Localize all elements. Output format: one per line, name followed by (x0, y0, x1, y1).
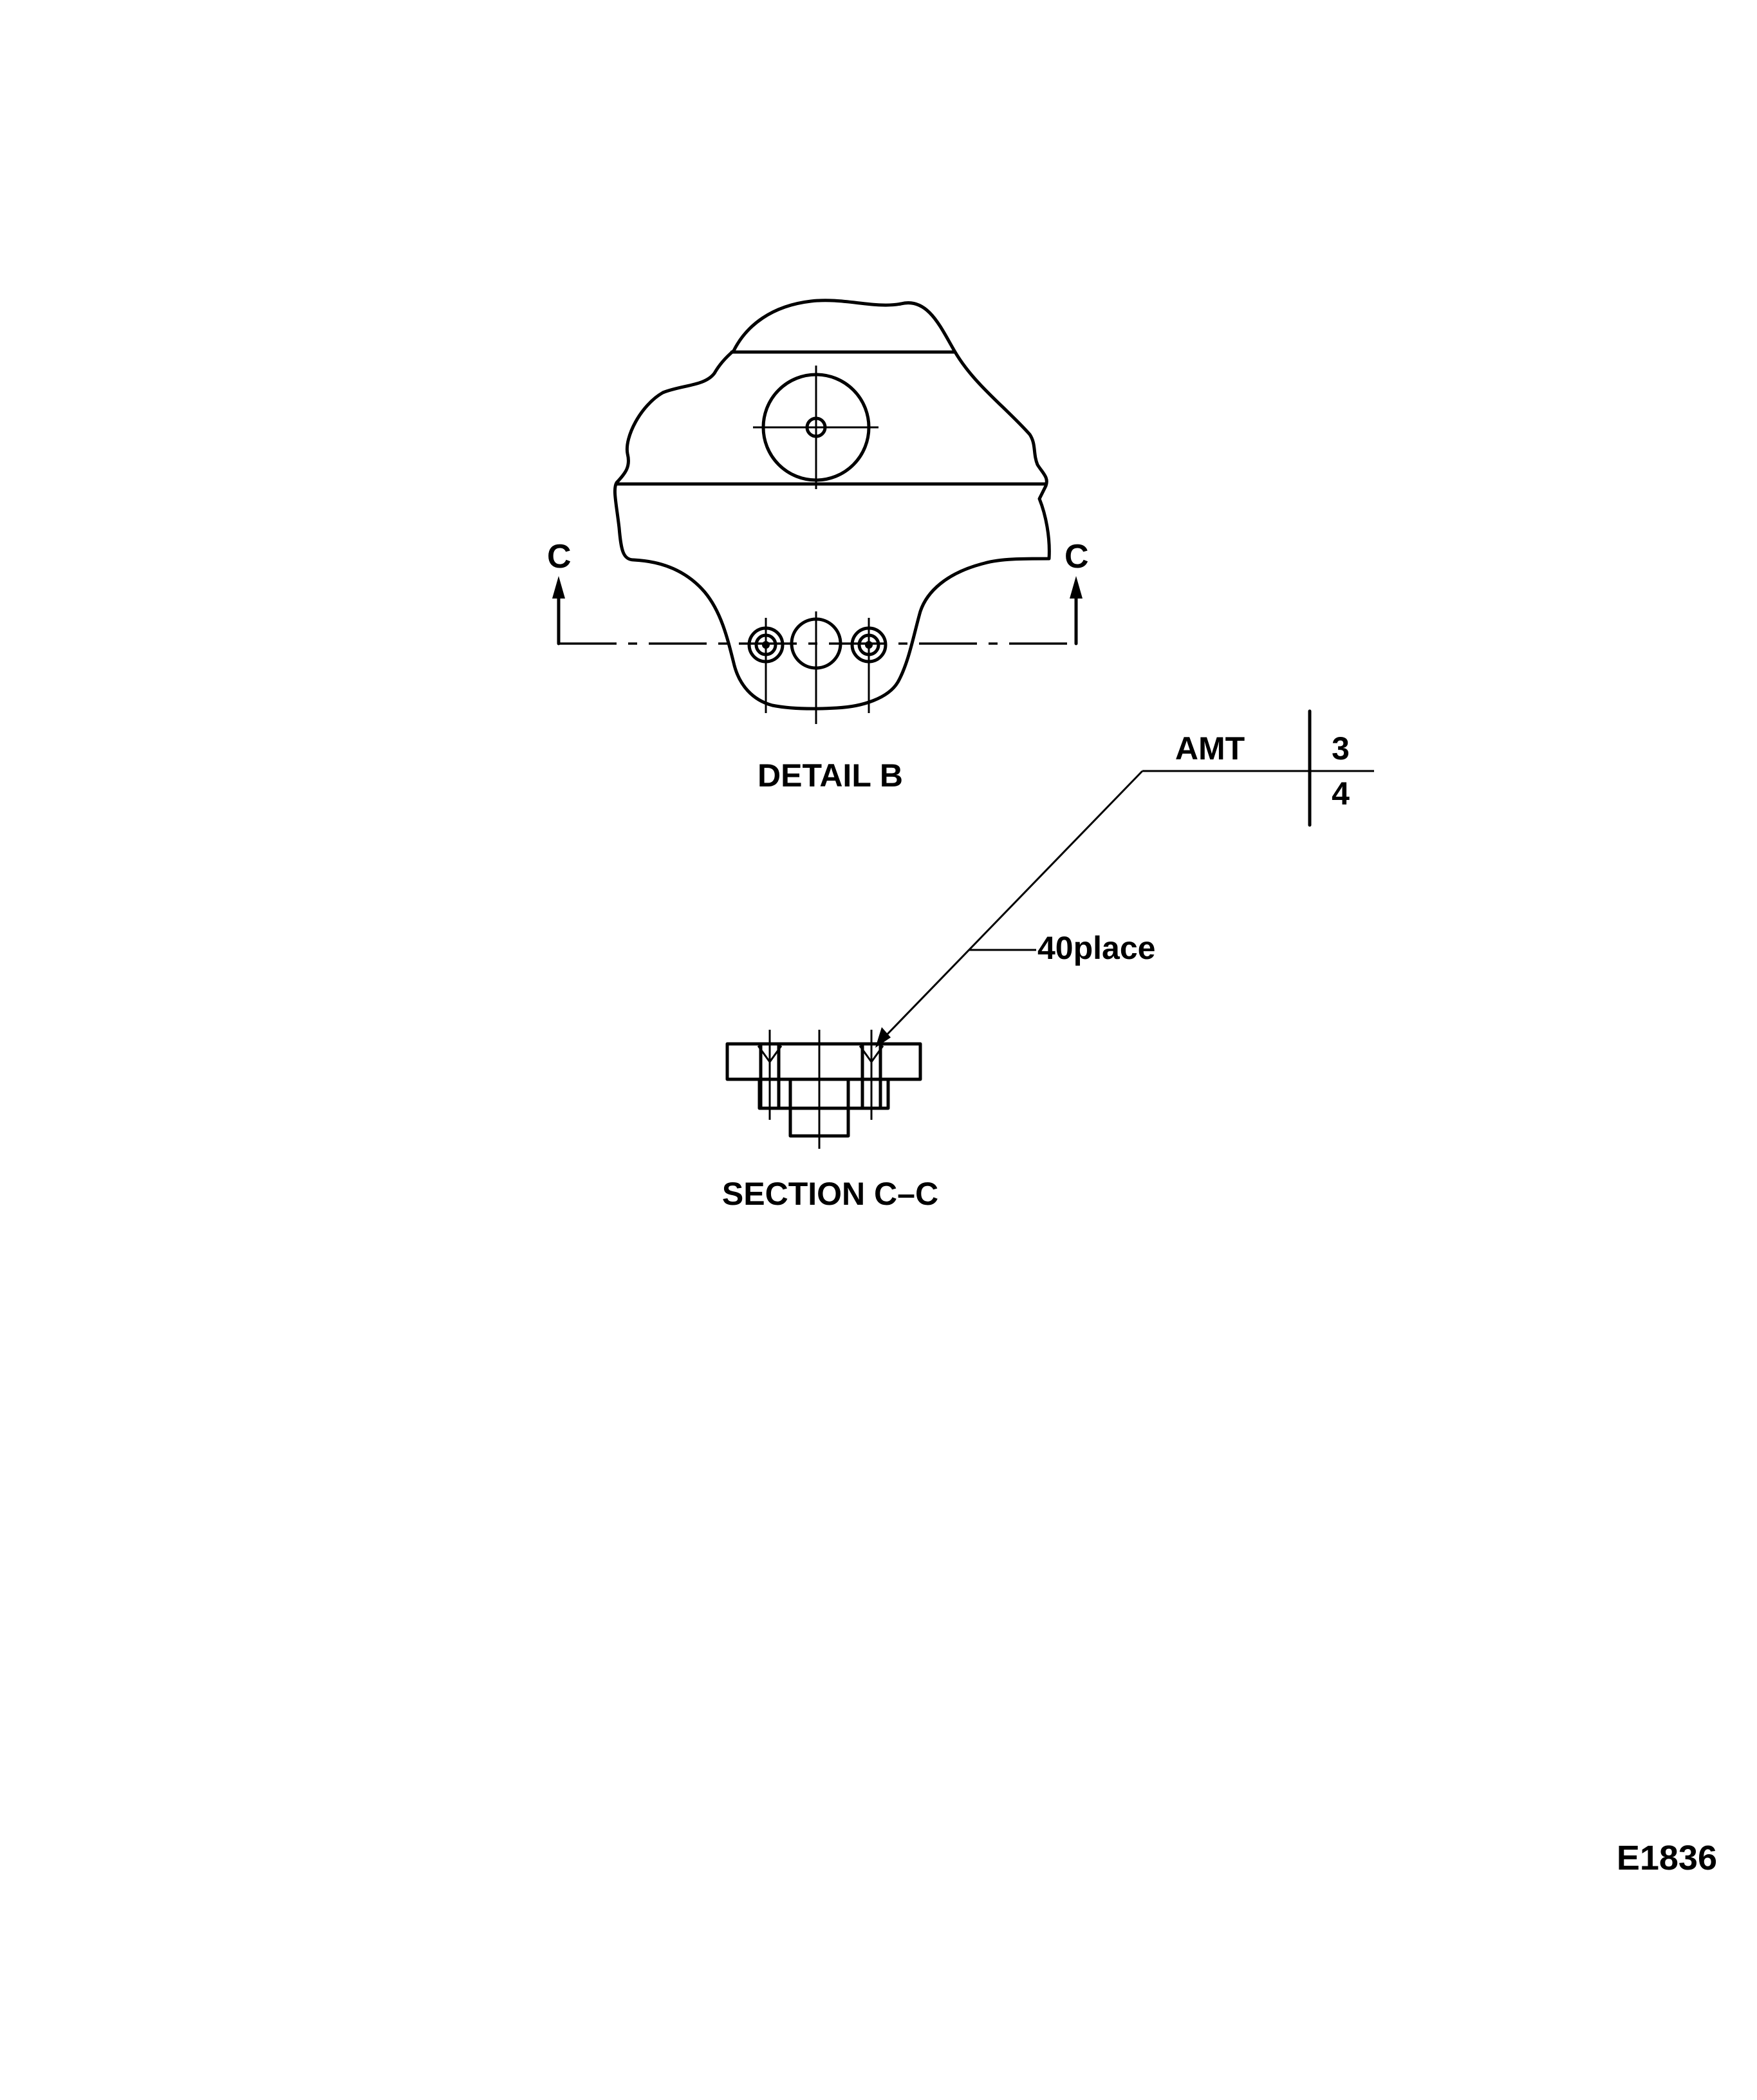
amt-value-bottom: 4 (1332, 776, 1350, 812)
section-mark-left: C (547, 538, 572, 575)
amt-value-top: 3 (1332, 730, 1350, 767)
amt-callout: AMT 3 4 40place (875, 709, 1374, 1048)
bolt-left-countersink-a (757, 1045, 771, 1063)
section-cc-view: SECTION C–C (722, 1030, 938, 1212)
bolt-left-countersink-b (768, 1045, 783, 1063)
section-arrow-left-head (552, 576, 565, 599)
flange-plate (725, 1042, 922, 1081)
callout-note: 40place (1037, 930, 1155, 966)
figure-id: E1836 (1617, 1839, 1717, 1877)
detail-b-view: C C DETAIL B (547, 299, 1089, 794)
section-mark-right: C (1064, 538, 1089, 575)
section-arrow-right-head (1070, 576, 1083, 599)
bolt-right-countersink-b (870, 1045, 884, 1063)
leader-line (879, 770, 1144, 1043)
detail-b-outline (613, 299, 1051, 711)
section-cc-caption: SECTION C–C (722, 1176, 938, 1212)
detail-b-caption: DETAIL B (758, 757, 903, 794)
amt-label: AMT (1175, 730, 1245, 767)
bolt-right-countersink-a (859, 1045, 873, 1063)
